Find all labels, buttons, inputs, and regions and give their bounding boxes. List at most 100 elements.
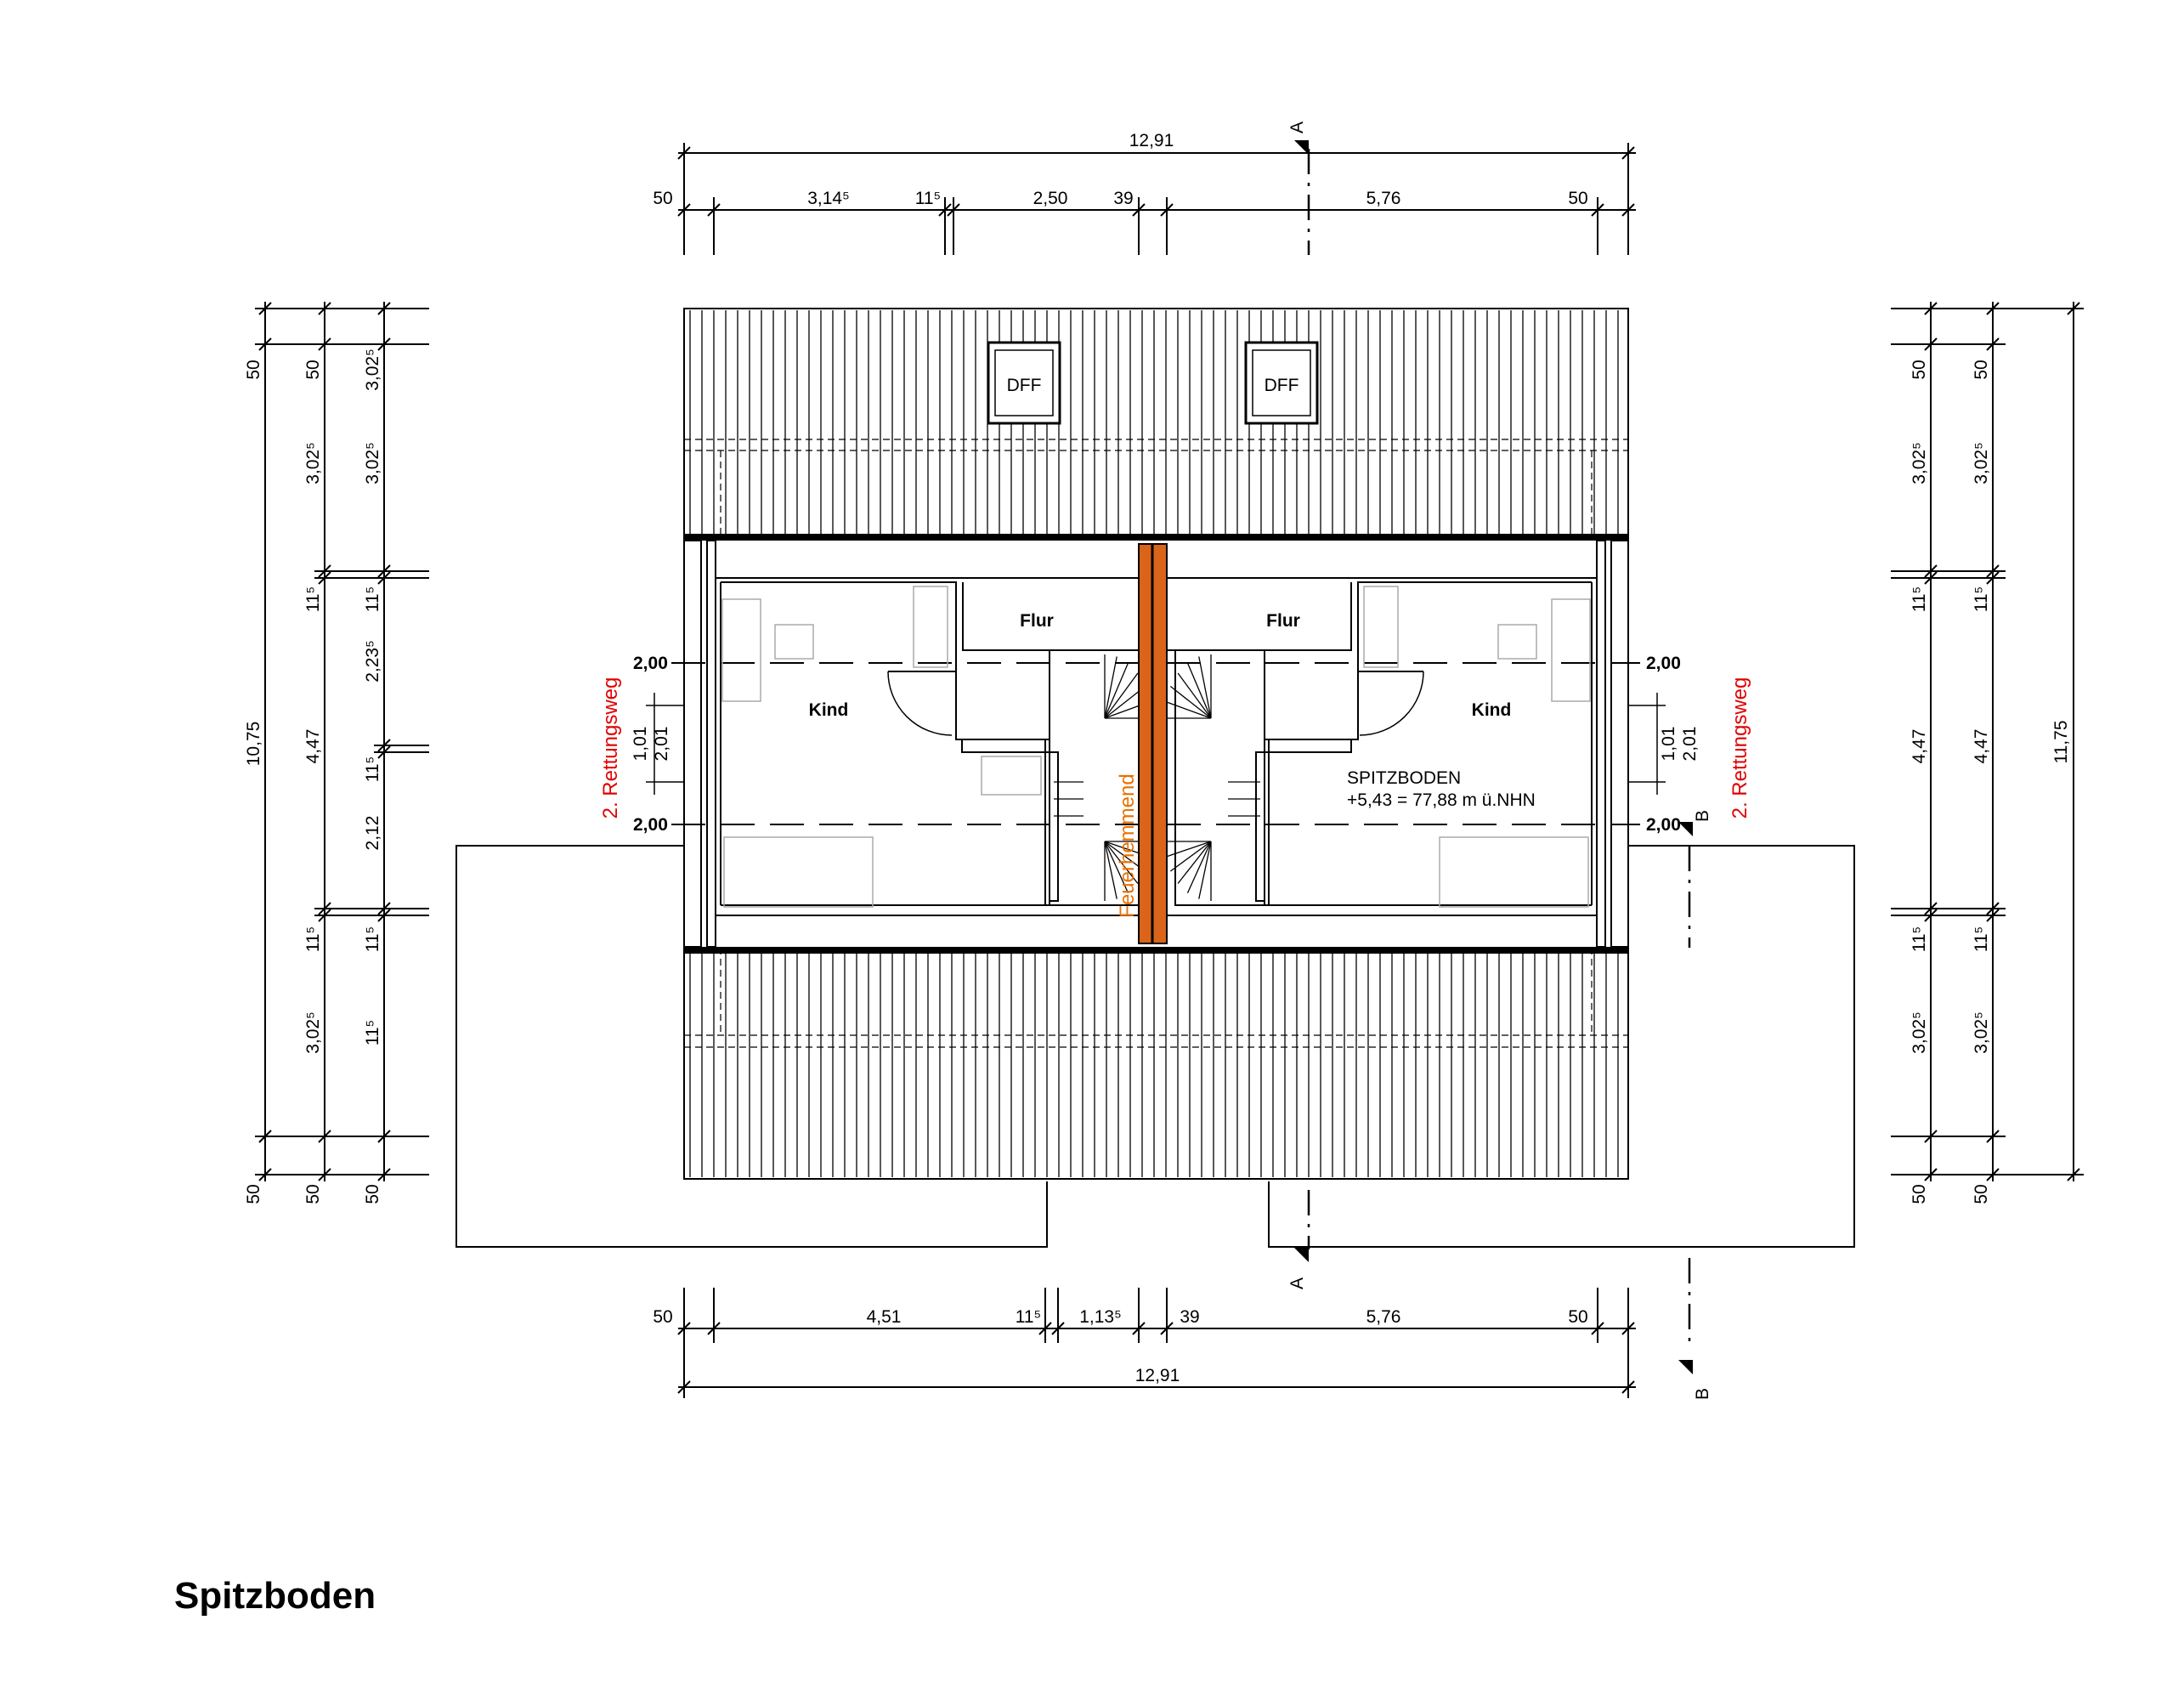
top-dimension-lines	[677, 143, 1636, 255]
section-arrows	[1294, 140, 1693, 1374]
dim-bottom-total: 12,91	[1135, 1366, 1180, 1385]
dim-left-a-5: 11⁵	[303, 926, 323, 953]
dim-left-b-3: 11⁵	[303, 586, 323, 613]
section-lines	[1307, 149, 1691, 1343]
dim-top-6: 5,76	[1366, 189, 1401, 208]
dim-right-a-7: 50	[1910, 1184, 1929, 1204]
stair-tread	[1186, 662, 1212, 719]
dim-right-a-6: 3,02⁵	[1910, 1011, 1929, 1054]
roof-lower	[683, 947, 1629, 1180]
dim-bottom-3: 11⁵	[1016, 1307, 1042, 1327]
stair-tread	[1104, 841, 1129, 893]
left-dimension-lines	[255, 302, 429, 1181]
room-kind-left: Kind	[809, 700, 849, 720]
dim-left-total: 10,75	[244, 722, 263, 767]
dim-right-total: 11,75	[2051, 721, 2071, 764]
sill-upper-right: 2,00	[1646, 654, 1681, 673]
dim-left-c-3: 11⁵	[363, 586, 382, 613]
dim-right-b-1: 50	[1972, 360, 1991, 379]
dim-left-c-5: 11⁵	[363, 756, 382, 783]
stair-tread	[1198, 656, 1212, 719]
dim-right-a-3: 11⁵	[1910, 586, 1929, 613]
stair-tread	[1198, 841, 1212, 899]
door-swings	[887, 671, 1424, 736]
dim-bottom-2: 4,51	[867, 1307, 902, 1327]
dim-bottom-5: 39	[1180, 1307, 1199, 1327]
right-dimension-lines	[1891, 302, 2084, 1181]
dim-left-c-7: 11⁵	[363, 926, 382, 953]
dim-right-b-5: 11⁵	[1972, 926, 1991, 953]
height-lines	[671, 662, 1640, 825]
dim-left-c-8: 11⁵	[363, 1020, 382, 1046]
stair-tread	[1186, 841, 1212, 893]
stair-tread	[1177, 841, 1212, 884]
section-a-bottom: A	[1287, 1277, 1307, 1289]
fire-wall	[1138, 543, 1168, 944]
dim-top-total: 12,91	[1129, 131, 1174, 150]
dim-right-b-6: 3,02⁵	[1972, 1011, 1991, 1054]
dim-left-a-7: 50	[244, 1184, 263, 1204]
dim-left-a-1: 50	[244, 360, 263, 379]
stair-tread	[1104, 841, 1117, 899]
bottom-dimension-lines	[677, 1288, 1636, 1398]
dim-top-5: 39	[1113, 189, 1133, 208]
dim-left-b-1: 50	[303, 360, 323, 379]
dim-top-3: 11⁵	[915, 189, 942, 208]
section-a-top: A	[1287, 122, 1307, 133]
sill-lower-left: 2,00	[633, 815, 668, 835]
furniture	[721, 586, 1591, 908]
stairs	[1054, 654, 1260, 901]
room-kind-right: Kind	[1472, 700, 1512, 720]
dim-left-a-6: 3,02⁵	[303, 1011, 323, 1054]
dim-right-a-2: 3,02⁵	[1910, 442, 1929, 484]
section-b-bottom: B	[1693, 1388, 1712, 1400]
dim-top-2: 3,14⁵	[807, 189, 850, 208]
dim-right-b-3: 11⁵	[1972, 586, 1991, 613]
dim-left-c-2: 3,02⁵	[363, 442, 382, 484]
dim-bottom-6: 5,76	[1366, 1307, 1401, 1327]
dim-bottom-4: 1,13⁵	[1079, 1307, 1122, 1327]
stair-tread	[1104, 672, 1139, 719]
dim-left-c-9: 50	[363, 1184, 382, 1204]
sill-lower-right: 2,00	[1646, 815, 1681, 835]
page-title: Spitzboden	[174, 1575, 376, 1617]
dim-top-1: 50	[653, 189, 672, 208]
dim-right-a-4: 4,47	[1910, 729, 1929, 764]
window-left-1: 1,01	[631, 727, 650, 762]
section-b-top: B	[1693, 810, 1712, 822]
window-right-1: 1,01	[1659, 727, 1678, 762]
window-right-2: 2,01	[1680, 727, 1700, 762]
roof-upper	[683, 308, 1629, 541]
stair-tread	[1169, 685, 1212, 719]
stair-tread	[1165, 700, 1212, 719]
room-flur-left: Flur	[1020, 611, 1054, 631]
dim-bottom-7: 50	[1568, 1307, 1587, 1327]
dim-top-4: 2,50	[1033, 189, 1068, 208]
room-flur-right: Flur	[1266, 611, 1300, 631]
stair-tread	[1104, 656, 1117, 719]
feuerhemmend-label: Feuerhemmend	[1116, 773, 1139, 917]
dim-right-b-7: 50	[1972, 1184, 1991, 1204]
labels: 12,91 50 3,14⁵ 11⁵ 2,50 39 5,76 50 50 4,…	[244, 122, 2071, 1400]
stair-tread	[1104, 662, 1129, 719]
dim-left-c-1: 3,02⁵	[363, 348, 382, 391]
dim-left-a-4: 4,47	[303, 729, 323, 764]
dim-right-b-2: 3,02⁵	[1972, 442, 1991, 484]
stair-tread	[1165, 841, 1212, 858]
sill-upper-left: 2,00	[633, 654, 668, 673]
dim-right-a-5: 11⁵	[1910, 926, 1929, 953]
dim-left-c-4: 2,23⁵	[363, 640, 382, 683]
stair-tread	[1104, 841, 1139, 884]
terraces	[455, 845, 1855, 1248]
stair-tread	[1169, 841, 1212, 872]
dim-right-a-1: 50	[1910, 360, 1929, 379]
dim-left-c-6: 2,12	[363, 816, 382, 851]
rettungsweg-left: 2. Rettungsweg	[599, 677, 622, 819]
side-windows	[646, 693, 1666, 795]
room-spitzboden: SPITZBODEN	[1347, 768, 1461, 788]
dim-top-7: 50	[1568, 189, 1587, 208]
rettungsweg-right: 2. Rettungsweg	[1729, 677, 1751, 819]
dim-left-b-9: 50	[303, 1184, 323, 1204]
dim-bottom-1: 50	[653, 1307, 672, 1327]
